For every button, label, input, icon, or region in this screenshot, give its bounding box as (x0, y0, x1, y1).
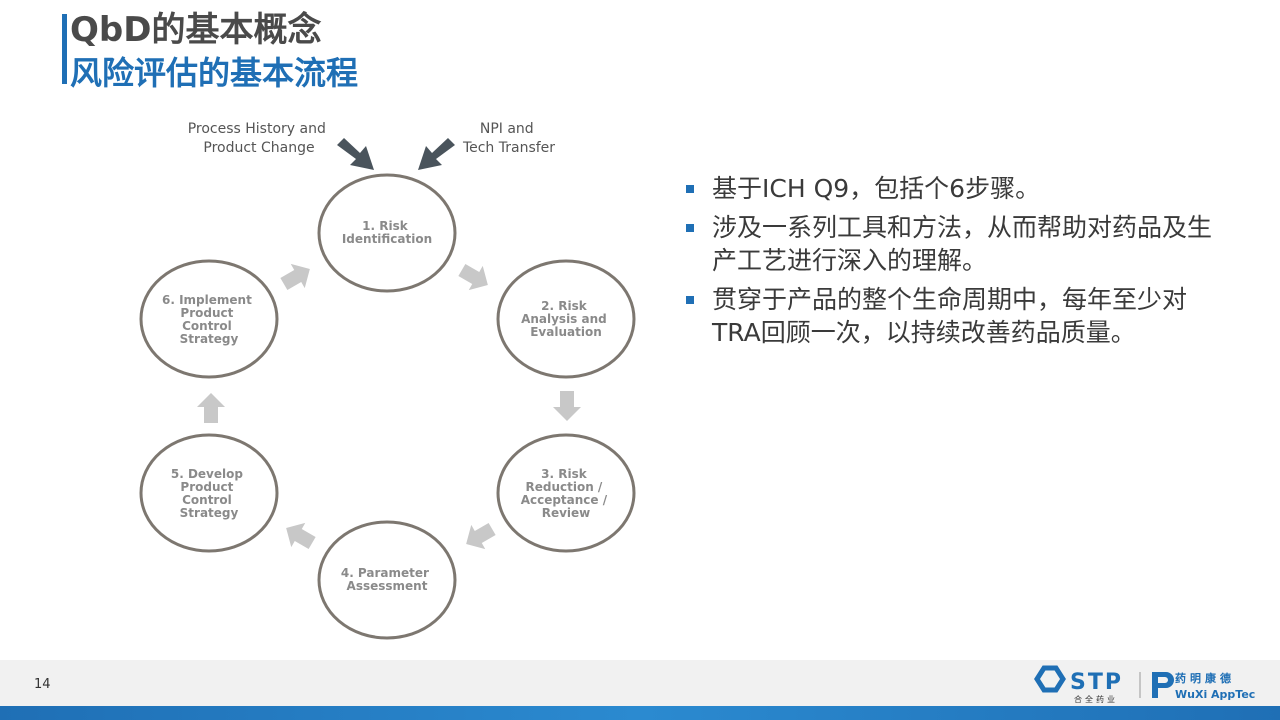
stp-logo: STP 合全药业 (1034, 665, 1123, 704)
footer-stripe (0, 706, 1280, 720)
input-label-npi: NPI and Tech Transfer (462, 121, 555, 156)
page-number: 14 (34, 677, 51, 692)
input-arrow-left (337, 138, 374, 170)
slide-subtitle: 风险评估的基本流程 (70, 54, 359, 92)
flow-arrow-1-to-2 (458, 263, 488, 291)
bullet-text: 产工艺进行深入的理解。 (712, 246, 988, 275)
flow-arrow-3-to-4 (466, 522, 496, 550)
bullet-text: 贯穿于产品的整个生命周期中，每年至少对 (712, 285, 1188, 314)
flow-arrow-6-to-1 (280, 263, 310, 291)
step-1-label: 1. Risk Identification (342, 219, 432, 246)
step-4-circle (317, 520, 457, 640)
bullet-square-icon (686, 296, 694, 304)
bullet-item: 贯穿于产品的整个生命周期中，每年至少对 TRA回顾一次，以持续改善药品质量。 (684, 283, 1274, 349)
bullet-text: 涉及一系列工具和方法，从而帮助对药品及生 (712, 213, 1213, 242)
wuxi-apptec-logo: 药明康德 WuXi AppTec (1152, 671, 1255, 701)
company-logos: STP 合全药业 药明康德 WuXi AppTec (1034, 665, 1255, 704)
step-2-label: 2. Risk Analysis and Evaluation (521, 299, 611, 339)
svg-text:STP: STP (1070, 670, 1123, 695)
step-1-circle (317, 173, 457, 293)
title-accent-bar (62, 14, 67, 84)
slide-title: QbD的基本概念 (70, 10, 322, 50)
bullet-square-icon (686, 185, 694, 193)
step-3-label: 3. Risk Reduction / Acceptance / Review (521, 467, 612, 520)
svg-text:药明康德: 药明康德 (1175, 671, 1235, 685)
flow-arrow-4-to-5 (286, 522, 316, 550)
step-5-label: 5. Develop Product Control Strategy (171, 467, 247, 520)
step-2-circle (496, 259, 636, 379)
flow-arrow-2-to-3 (553, 391, 581, 421)
svg-text:合全药业: 合全药业 (1074, 694, 1118, 704)
bullet-square-icon (686, 224, 694, 232)
step-6-circle (139, 259, 279, 379)
bullet-item: 涉及一系列工具和方法，从而帮助对药品及生 产工艺进行深入的理解。 (684, 211, 1274, 277)
bullet-item: 基于ICH Q9，包括个6步骤。 (684, 172, 1274, 205)
step-4-label: 4. Parameter Assessment (341, 566, 433, 593)
footer-bar (0, 660, 1280, 706)
svg-text:WuXi AppTec: WuXi AppTec (1175, 688, 1255, 701)
bullet-text: TRA回顾一次，以持续改善药品质量。 (712, 318, 1136, 347)
input-label-process-history: Process History and Product Change (188, 121, 331, 156)
step-3-circle (496, 433, 636, 553)
step-6-label: 6. Implement Product Control Strategy (162, 293, 256, 346)
input-arrow-right (418, 138, 455, 170)
step-5-circle (139, 433, 279, 553)
bullet-list: 基于ICH Q9，包括个6步骤。 涉及一系列工具和方法，从而帮助对药品及生 产工… (684, 172, 1274, 355)
bullet-text: 基于ICH Q9，包括个6步骤。 (712, 174, 1041, 203)
flow-arrow-5-to-6 (197, 393, 225, 423)
